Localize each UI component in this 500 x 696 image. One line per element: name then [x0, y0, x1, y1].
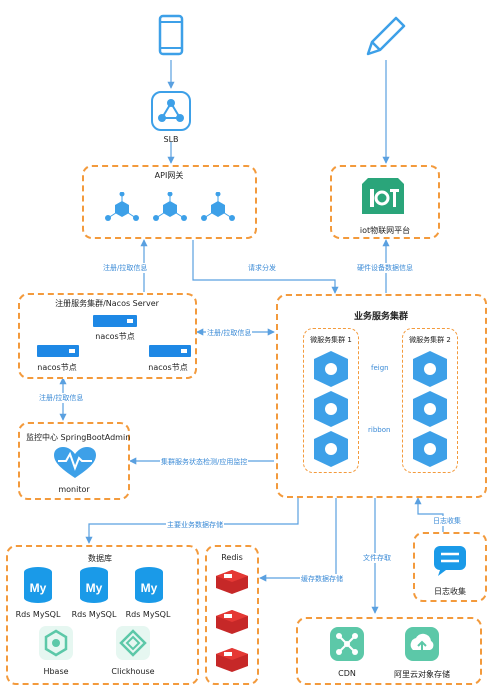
edge-cache-storage: 缓存数据存储 — [300, 574, 344, 584]
phone-icon — [158, 14, 184, 56]
log-collect-label: 日志收集 — [434, 587, 466, 596]
mysql-icon-3: My — [135, 567, 163, 603]
mysql-icon-2: My — [80, 567, 108, 603]
iot-icon — [362, 178, 404, 214]
feign-label: feign — [370, 364, 390, 372]
registry-box — [18, 293, 197, 379]
monitor-title: 监控中心 SpringBootAdmin — [26, 433, 131, 442]
micro-cluster-2-title: 微服务集群 2 — [409, 336, 451, 344]
log-collect-icon — [434, 546, 466, 576]
edge-hardware-storage: 硬件设备数据信息 — [356, 263, 414, 273]
edge-log-collect: 日志收集 — [432, 516, 462, 526]
svg-text:My: My — [86, 581, 103, 595]
hbase-icon — [39, 626, 73, 660]
cdn-icon — [330, 627, 364, 661]
mysql-icon-1: My — [24, 567, 52, 603]
oss-icon — [405, 627, 439, 661]
nacos-server-icon-left — [37, 345, 79, 357]
oss-label: 阿里云对象存储 — [394, 670, 450, 679]
nacos-node-right-label: nacos节点 — [148, 363, 188, 372]
pen-icon — [366, 16, 406, 56]
slb-icon — [151, 91, 191, 131]
slb-label: SLB — [163, 135, 179, 144]
edge-main-storage: 主要业务数据存储 — [166, 520, 224, 530]
nacos-node-top-label: nacos节点 — [95, 332, 135, 341]
heart-monitor-icon — [54, 447, 96, 478]
edge-register-pull-gateway: 注册/拉取信息 — [102, 263, 149, 273]
nacos-server-icon-right — [149, 345, 191, 357]
db-label-1: Rds MySQL — [15, 610, 61, 619]
edge-cluster-monitor: 集群服务状态检测/应用监控 — [160, 457, 249, 467]
clickhouse-label: Clickhouse — [111, 667, 155, 676]
monitor-label: monitor — [58, 485, 90, 494]
db-label-3: Rds MySQL — [125, 610, 171, 619]
cluster-1-service-icons — [314, 351, 348, 467]
business-cluster-title: 业务服务集群 — [353, 312, 409, 322]
nacos-node-left-label: nacos节点 — [37, 363, 77, 372]
redis-icons — [216, 570, 248, 672]
edge-request-dispatch: 请求分发 — [247, 263, 277, 273]
iot-label: iot物联网平台 — [359, 226, 411, 235]
log-collect-box — [413, 532, 487, 602]
db-label-2: Rds MySQL — [71, 610, 117, 619]
gateway-nodes-icon — [105, 192, 235, 221]
nacos-server-icon-top — [93, 315, 137, 327]
hbase-label: Hbase — [43, 667, 69, 676]
micro-cluster-1-title: 微服务集群 1 — [310, 336, 352, 344]
database-box — [6, 545, 199, 685]
redis-title: Redis — [221, 553, 243, 562]
api-gateway-label: API网关 — [154, 171, 184, 180]
edge-register-pull-monitor: 注册/拉取信息 — [38, 393, 85, 403]
cdn-label: CDN — [338, 669, 356, 678]
registry-title: 注册服务集群/Nacos Server — [55, 299, 159, 308]
cluster-2-service-icons — [413, 351, 447, 467]
database-title: 数据库 — [88, 554, 112, 563]
svg-text:My: My — [141, 581, 158, 595]
monitor-box — [18, 422, 130, 500]
edge-file-storage: 文件存取 — [362, 553, 392, 563]
svg-text:My: My — [30, 581, 47, 595]
ribbon-label: ribbon — [367, 426, 392, 434]
file-storage-box — [296, 617, 482, 685]
edge-register-pull-business: 注册/拉取信息 — [206, 328, 253, 338]
clickhouse-icon — [116, 626, 150, 660]
